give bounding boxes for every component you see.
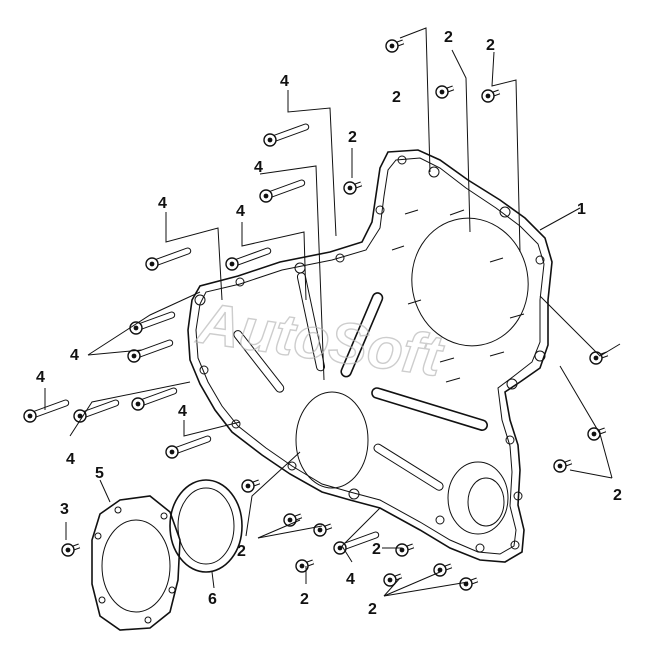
callout-part-6: 6 xyxy=(208,591,217,608)
flange-bolt-part-2 xyxy=(295,559,315,573)
flange-bolt-part-2 xyxy=(241,479,261,493)
long-bolt-part-4 xyxy=(145,247,192,271)
bolt-head-icon xyxy=(295,559,309,573)
long-bolt-part-4 xyxy=(129,311,176,335)
bolt-head-icon xyxy=(145,257,159,271)
bolt-head-icon xyxy=(131,397,145,411)
bolt-head-icon xyxy=(73,409,87,423)
bolt-head-icon xyxy=(385,39,399,53)
watermark-text: AutoSoft xyxy=(192,290,448,389)
callout-part-2: 2 xyxy=(348,129,357,146)
flange-bolt-part-2 xyxy=(313,523,333,537)
bolt-head-icon xyxy=(61,543,75,557)
bolt-head-icon xyxy=(343,181,357,195)
bolt-head-icon xyxy=(383,573,397,587)
seal-ring-part-6 xyxy=(169,479,243,573)
callout-part-2: 2 xyxy=(368,601,377,618)
callout-part-2: 2 xyxy=(444,29,453,46)
flange-bolt-part-2 xyxy=(435,85,455,99)
long-bolt-part-4 xyxy=(263,123,310,147)
bolt-head-icon xyxy=(165,445,179,459)
bolt-head-icon xyxy=(587,427,601,441)
flange-bolt-part-2 xyxy=(589,351,609,365)
bolt-head-icon xyxy=(459,577,473,591)
bolt-head-icon xyxy=(225,257,239,271)
bolt-head-icon xyxy=(313,523,327,537)
cover-plate-part-5 xyxy=(91,495,181,631)
callout-part-4: 4 xyxy=(66,451,75,468)
callout-part-2: 2 xyxy=(372,541,381,558)
bolts-group xyxy=(23,39,609,591)
front-cover-plate xyxy=(187,149,553,563)
callout-part-2: 2 xyxy=(300,591,309,608)
long-bolt-part-4 xyxy=(127,339,174,363)
bolt-head-icon xyxy=(553,459,567,473)
callout-part-2: 2 xyxy=(237,543,246,560)
long-bolt-part-4 xyxy=(225,247,272,271)
bolt-head-icon xyxy=(127,349,141,363)
long-bolt-part-4 xyxy=(73,399,120,423)
callout-labels: 1 2 2 2 2 2 2 2 2 2 3 4 4 4 4 4 4 4 4 4 … xyxy=(36,29,622,618)
callout-part-2: 2 xyxy=(613,487,622,504)
bolt-head-icon xyxy=(395,543,409,557)
bolt-head-icon xyxy=(23,409,37,423)
callout-part-4: 4 xyxy=(70,347,79,364)
leader-lines xyxy=(44,27,621,597)
flange-bolt-part-2 xyxy=(395,543,415,557)
callout-part-4: 4 xyxy=(280,73,289,90)
flange-bolt-part-2 xyxy=(61,543,81,557)
bolt-head-icon xyxy=(481,89,495,103)
flange-bolt-part-2 xyxy=(343,181,363,195)
bolt-head-icon xyxy=(259,189,273,203)
long-bolt-part-4 xyxy=(165,435,212,459)
flange-bolt-part-2 xyxy=(433,563,453,577)
callout-part-4: 4 xyxy=(158,195,167,212)
flange-bolt-part-2 xyxy=(383,573,403,587)
bolt-head-icon xyxy=(263,133,277,147)
callout-part-4: 4 xyxy=(36,369,45,386)
long-bolt-part-4 xyxy=(259,179,306,203)
callout-part-5: 5 xyxy=(95,465,104,482)
flange-bolt-part-2 xyxy=(385,39,405,53)
callout-part-4: 4 xyxy=(236,203,245,220)
long-bolt-part-4 xyxy=(23,399,70,423)
long-bolt-part-4 xyxy=(131,387,178,411)
flange-bolt-part-2 xyxy=(587,427,607,441)
bolt-head-icon xyxy=(241,479,255,493)
callout-part-4: 4 xyxy=(178,403,187,420)
callout-part-4: 4 xyxy=(346,571,355,588)
long-bolt-part-4 xyxy=(333,531,380,555)
bolt-head-icon xyxy=(589,351,603,365)
flange-bolt-part-2 xyxy=(553,459,573,473)
callout-part-2: 2 xyxy=(486,37,495,54)
callout-part-4: 4 xyxy=(254,159,263,176)
bolt-head-icon xyxy=(435,85,449,99)
callout-part-3: 3 xyxy=(60,501,69,518)
flange-bolt-part-2 xyxy=(481,89,501,103)
flange-bolt-part-2 xyxy=(283,513,303,527)
callout-part-1: 1 xyxy=(577,201,586,218)
callout-part-2: 2 xyxy=(392,89,401,106)
seal-strips xyxy=(233,272,488,491)
flange-bolt-part-2 xyxy=(459,577,479,591)
